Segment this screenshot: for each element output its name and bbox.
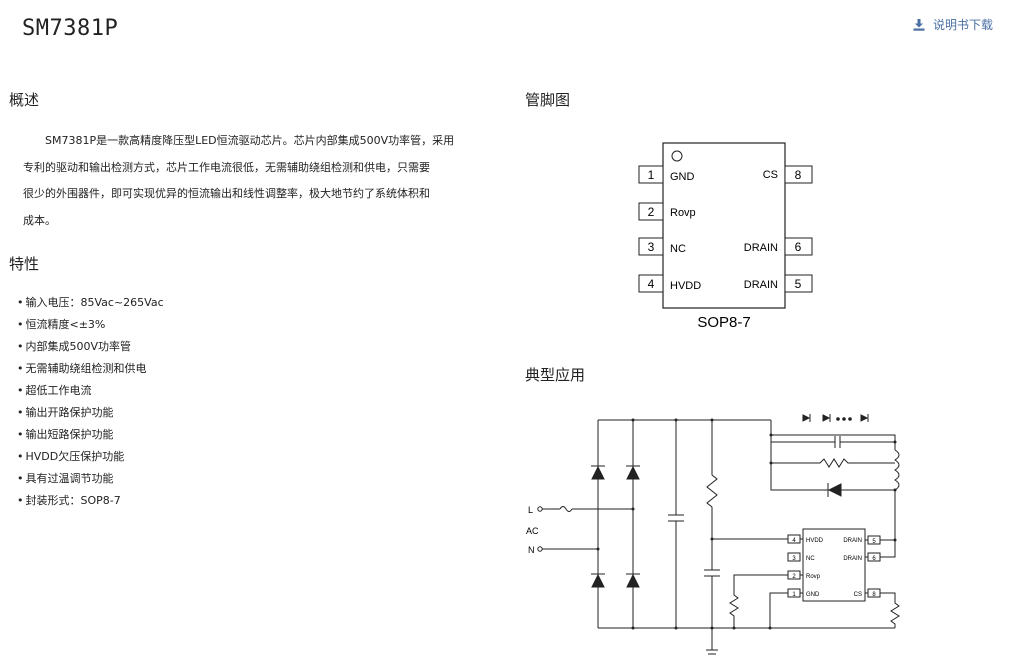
list-item: •输出短路保护功能: [17, 428, 114, 441]
page-title: SM7381P: [22, 16, 119, 41]
application-heading: 典型应用: [525, 366, 586, 384]
list-item: •超低工作电流: [17, 384, 92, 397]
pin-label: GND: [806, 592, 820, 598]
list-item: •无需辅助绕组检测和供电: [17, 362, 147, 375]
overview-line: 很少的外围器件，即可实现优异的恒流输出和线性调整率，极大地节约了系统体积和: [23, 187, 430, 200]
pin-label: HVDD: [806, 538, 824, 544]
pinout-diagram: 1 2 3 4 GND Rovp NC HVDD 8 6 5 CS DRAIN …: [638, 142, 813, 331]
download-icon: [913, 18, 925, 31]
list-item: •恒流精度<±3%: [17, 318, 106, 331]
overview-line: 专利的驱动和输出检测方式，芯片工作电流很低，无需辅助绕组检测和供电，只需要: [23, 160, 430, 174]
pin-label: GND: [670, 171, 695, 183]
pin-box: [784, 274, 813, 293]
pin-number: 3: [792, 556, 796, 562]
download-manual-link[interactable]: 说明书下载: [913, 16, 993, 33]
pin-label: HVDD: [670, 280, 701, 292]
overview-text: SM7381P是一款高精度降压型LED恒流驱动芯片。芯片内部集成500V功率管，…: [9, 128, 474, 234]
download-label: 说明书下载: [932, 18, 993, 32]
ic-body: [662, 142, 786, 309]
pin-label: DRAIN: [744, 279, 778, 291]
list-item: •输出开路保护功能: [17, 406, 114, 419]
features-list: •输入电压：85Vac~265Vac •恒流精度<±3% •内部集成500V功率…: [17, 292, 164, 512]
pin-number: 2: [648, 205, 655, 219]
overview-line: SM7381P是一款高精度降压型LED恒流驱动芯片。芯片内部集成500V功率管，…: [45, 134, 455, 147]
pin-label: NC: [806, 556, 815, 562]
pin-number: 5: [872, 539, 876, 545]
pin-number: 6: [795, 240, 802, 254]
overview-heading: 概述: [9, 91, 40, 109]
list-item: •内部集成500V功率管: [17, 340, 132, 353]
pin-number: 8: [872, 592, 876, 598]
application-schematic: L AC N 4 3 2 1 HVDD NC Rovp GND 5 6 8 DR…: [526, 414, 900, 655]
pin-number: 1: [648, 168, 655, 182]
pin-label: Rovp: [806, 574, 821, 580]
pin-box: [638, 274, 664, 293]
pin-number: 5: [795, 277, 802, 291]
pinout-heading: 管脚图: [525, 91, 571, 109]
input-n-label: N: [528, 545, 535, 555]
pin-label: DRAIN: [744, 242, 778, 254]
pin-number: 1: [792, 592, 796, 598]
list-item: •输入电压：85Vac~265Vac: [17, 296, 164, 309]
pin-box: [638, 165, 664, 184]
features-heading: 特性: [9, 255, 40, 273]
pin-label: Rovp: [670, 207, 696, 219]
pin-box: [784, 165, 813, 184]
input-ac-label: AC: [526, 526, 539, 536]
pin-number: 2: [792, 574, 796, 580]
list-item: •HVDD欠压保护功能: [17, 450, 125, 463]
pin-label: NC: [670, 243, 686, 255]
pin-number: 6: [872, 556, 876, 562]
pin-number: 8: [795, 168, 802, 182]
pin-box: [638, 237, 664, 256]
overview-line: 成本。: [23, 213, 56, 227]
list-item: •封装形式：SOP8-7: [17, 494, 121, 507]
pin-number: 3: [648, 240, 655, 254]
package-label: SOP8-7: [697, 314, 750, 331]
pin-label: DRAIN: [843, 538, 862, 544]
pin-box: [638, 202, 664, 221]
pin-number: 4: [792, 538, 796, 544]
ic-body: [802, 528, 866, 602]
pin-box: [784, 237, 813, 256]
pin-label: CS: [854, 592, 862, 598]
pin-label: DRAIN: [843, 556, 862, 562]
pin-number: 4: [648, 277, 655, 291]
pin1-marker: [671, 150, 683, 162]
list-item: •具有过温调节功能: [17, 472, 114, 485]
pin-label: CS: [763, 169, 778, 181]
input-l-label: L: [528, 505, 533, 515]
